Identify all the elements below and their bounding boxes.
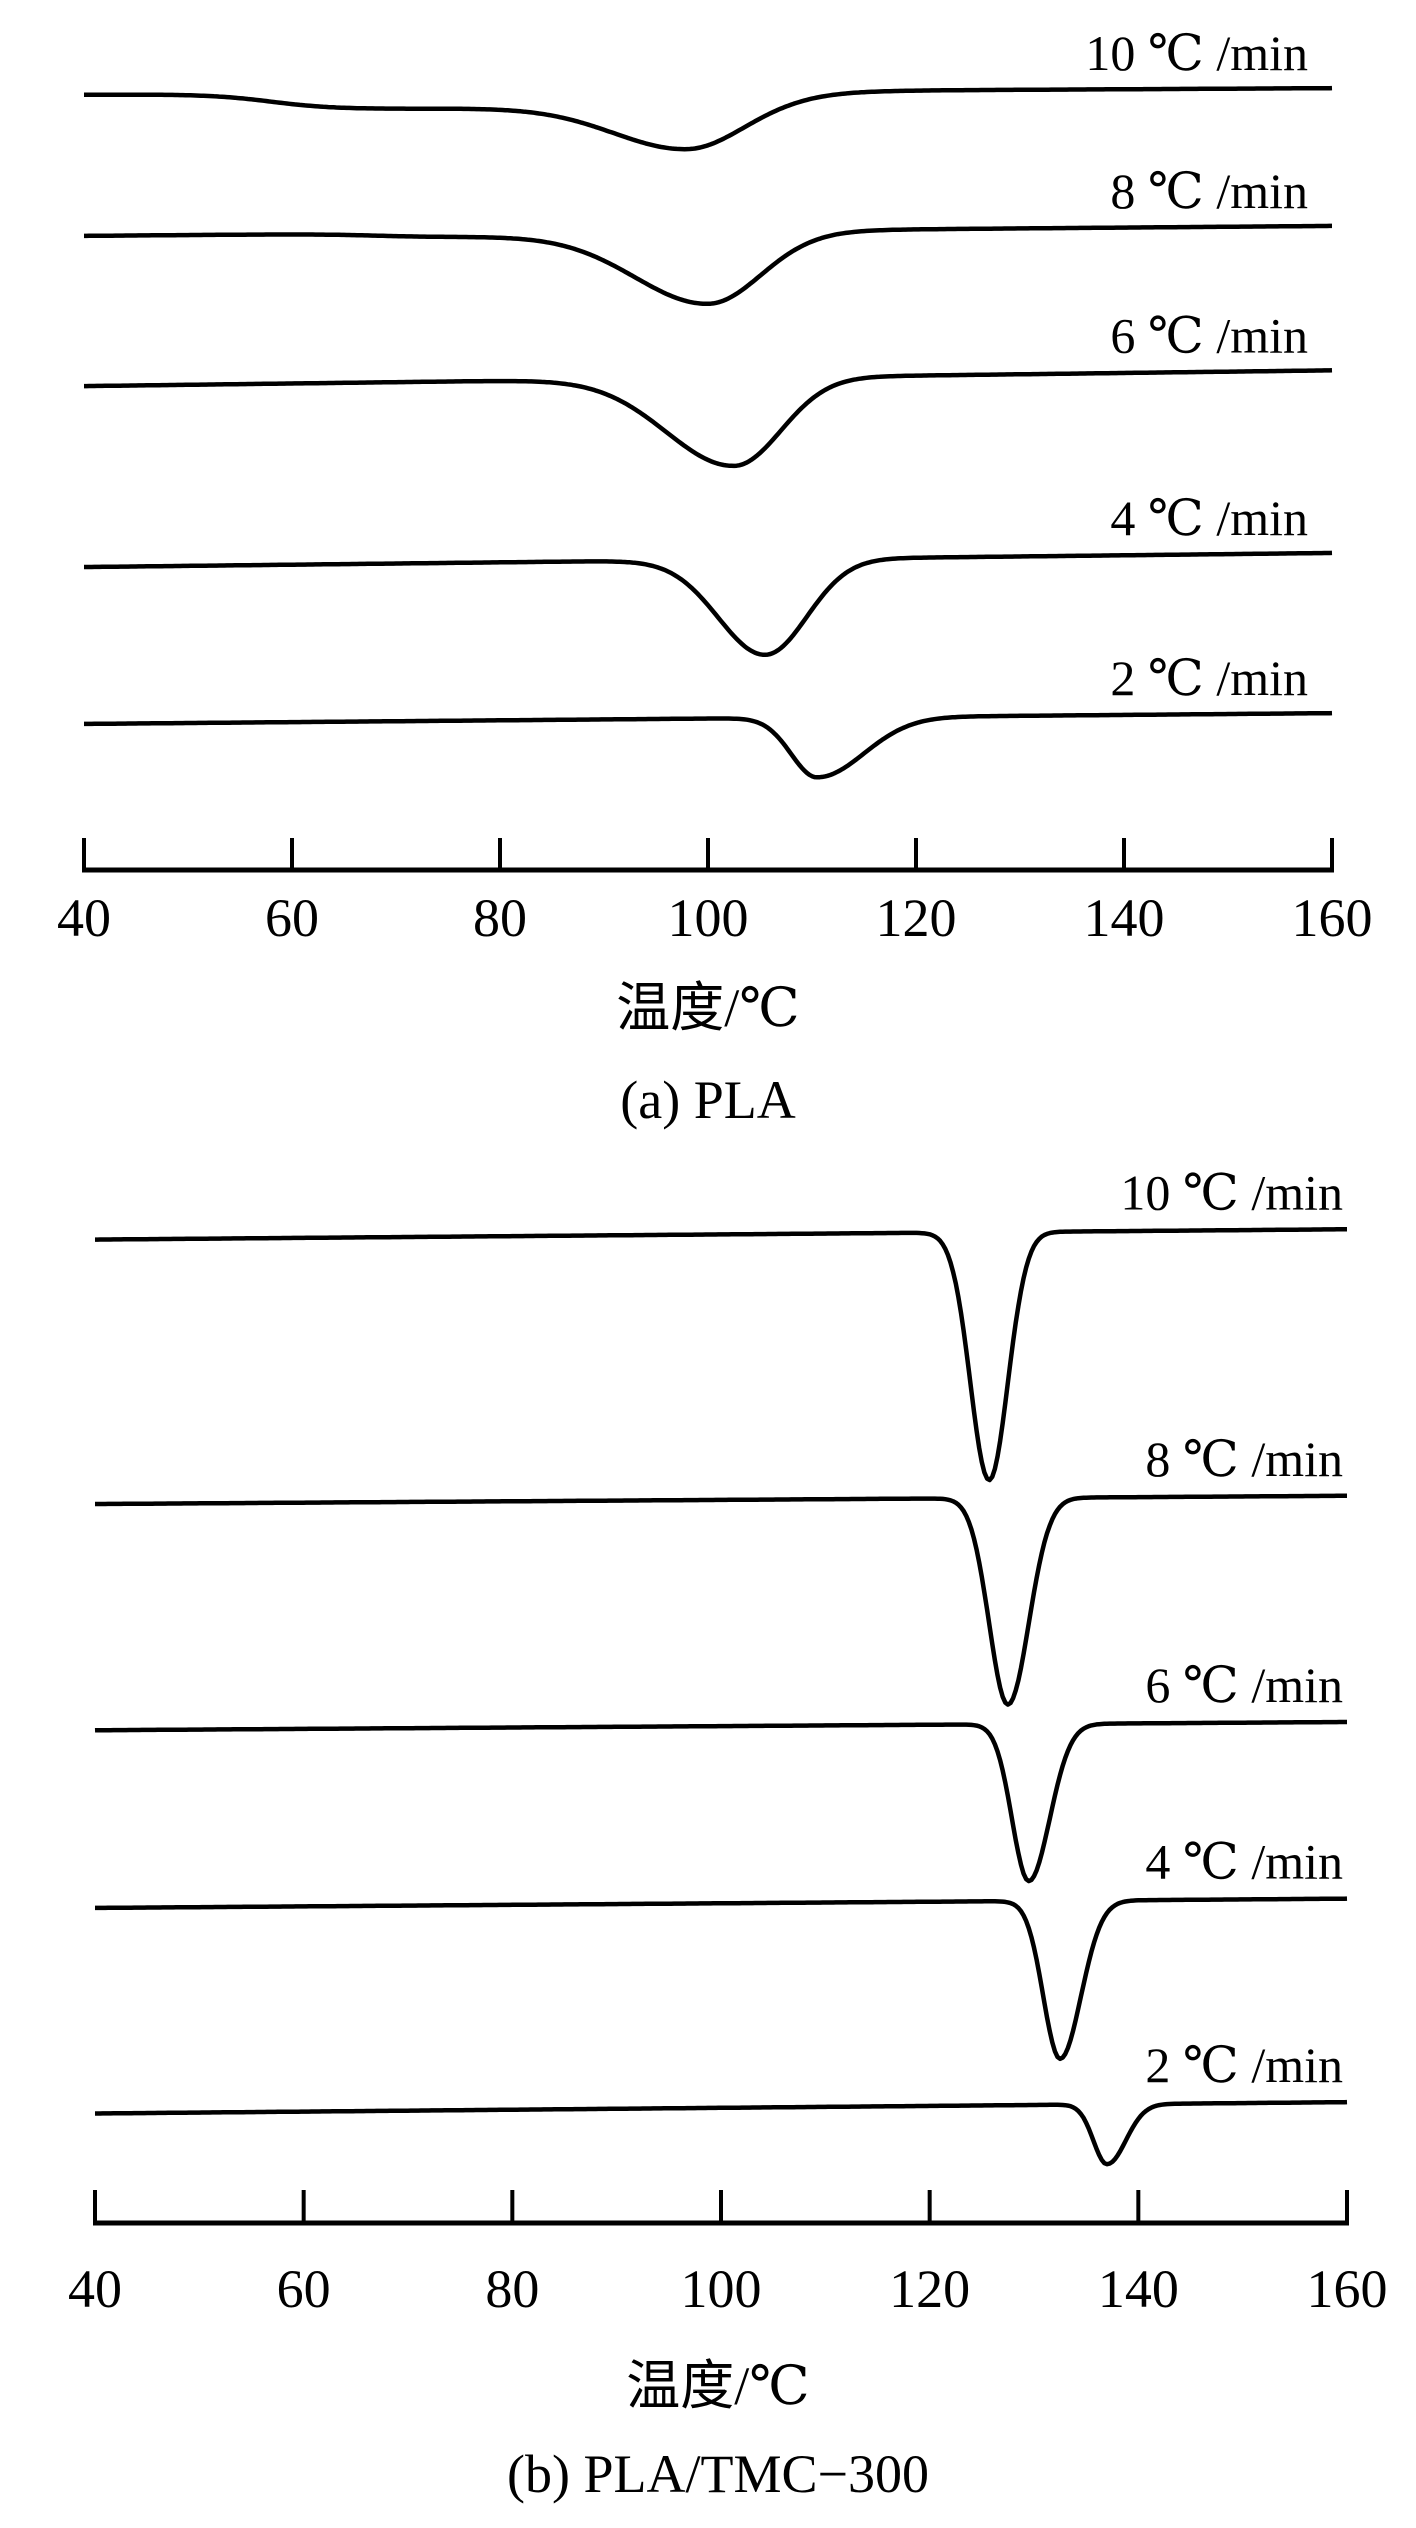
series-label: 4 ℃ /min [1110,490,1308,546]
panel-b-pla-tmc-300: 温度/℃ (b) PLA/TMC−300 40 60 80 100 120 140 160 1… [68,1164,1388,2504]
series-line-5 [84,710,1333,780]
series-line-3 [94,1719,1347,1884]
panel-a-pla: 温度/℃ (a) PLA 40 60 80 100 120 140 160 10 ℃ /min… [57,25,1373,1130]
x-tick-label: 40 [57,888,111,948]
series-label: 4 ℃ /min [1145,1834,1343,1890]
x-tick-label: 100 [668,888,749,948]
x-tick-label: 140 [1084,888,1165,948]
series-line-1 [95,1227,1347,1483]
x-tick-label: 60 [277,2259,331,2319]
series-label: 6 ℃ /min [1110,307,1308,363]
x-tick-label: 60 [265,888,319,948]
x-tick-label: 120 [889,2259,970,2319]
series-label: 8 ℃ /min [1110,163,1308,219]
series-label: 10 ℃ /min [1120,1164,1343,1220]
x-tick-label: 160 [1307,2259,1388,2319]
series-line-4 [95,1896,1348,2062]
series-line-2 [84,223,1332,307]
series-line-4 [84,550,1333,658]
panel-caption: (b) PLA/TMC−300 [507,2444,929,2504]
series-label: 8 ℃ /min [1145,1431,1343,1487]
series-line-2 [95,1493,1347,1707]
panel-caption: (a) PLA [620,1070,795,1130]
series-line-3 [84,368,1333,469]
x-tick-label: 160 [1292,888,1373,948]
x-tick-label: 80 [473,888,527,948]
x-tick-label: 100 [681,2259,762,2319]
x-axis-title: 温度/℃ [616,978,799,1038]
series-label: 6 ℃ /min [1145,1657,1343,1713]
x-tick-label: 140 [1098,2259,1179,2319]
series-label: 2 ℃ /min [1145,2037,1343,2093]
series-label: 10 ℃ /min [1085,25,1308,81]
x-tick-label: 80 [485,2259,539,2319]
series-line-5 [95,2099,1348,2167]
x-tick-label: 120 [876,888,957,948]
x-tick-label: 40 [68,2259,122,2319]
x-axis-title: 温度/℃ [626,2356,809,2416]
series-line-1 [84,85,1333,152]
series-label: 2 ℃ /min [1110,650,1308,706]
